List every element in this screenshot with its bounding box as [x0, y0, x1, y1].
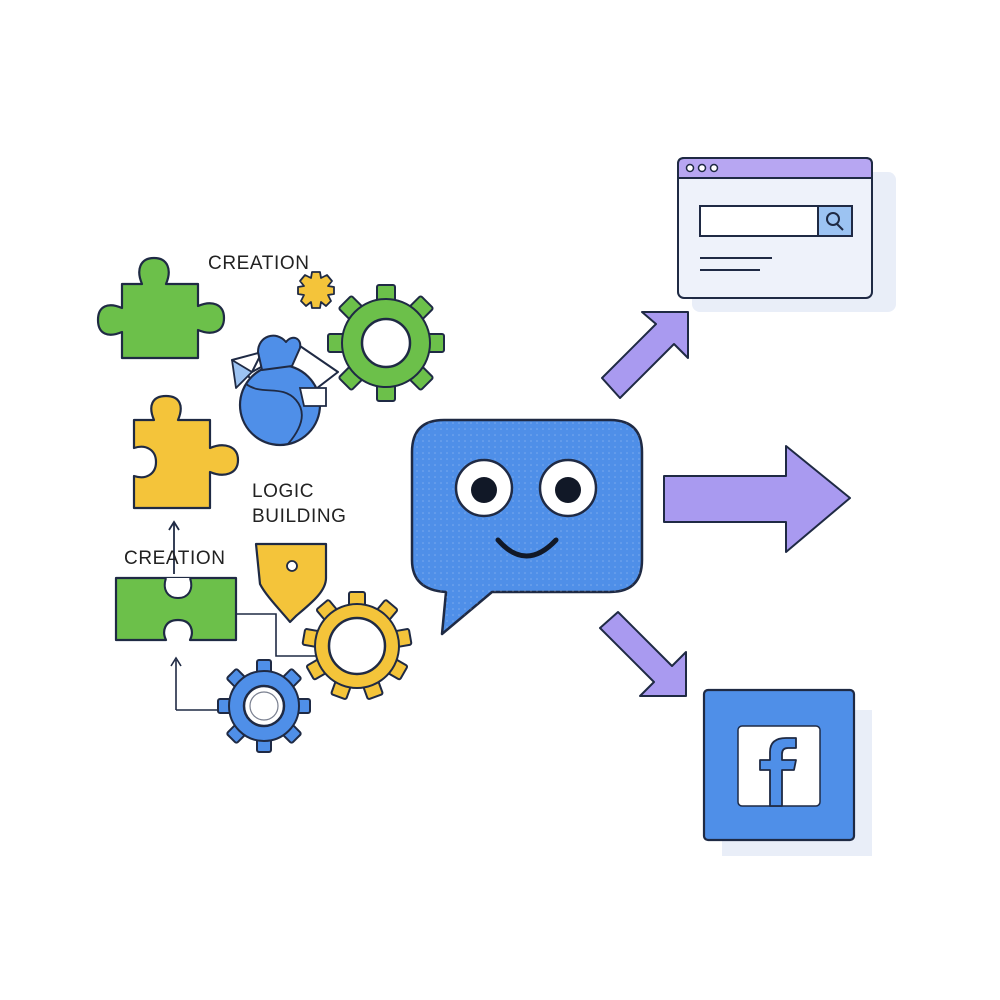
blue-globe-puzzle-icon — [231, 334, 339, 447]
map-pin-icon — [254, 542, 328, 624]
search-button — [817, 205, 853, 237]
yellow-puzzle-icon — [132, 394, 240, 510]
window-dot-1 — [685, 163, 695, 173]
chatbot-right-eye — [538, 458, 598, 518]
label-creation-bottom: CREATION — [124, 548, 226, 569]
arrow-to-social — [599, 611, 687, 697]
connector-arrow-up-1 — [168, 520, 180, 574]
browser-window-icon — [677, 157, 896, 312]
chatbot-bubble-icon — [410, 418, 644, 636]
arrow-right — [663, 445, 851, 553]
small-yellow-gear-icon — [297, 271, 335, 309]
facebook-icon — [702, 688, 872, 856]
green-gear-icon — [327, 284, 445, 402]
green-puzzle-lower-icon — [114, 576, 238, 642]
yellow-gear-icon — [301, 591, 413, 700]
green-puzzle-icon — [96, 256, 226, 360]
arrow-to-browser — [601, 311, 689, 399]
window-dot-3 — [709, 163, 719, 173]
chatbot-smile — [495, 537, 559, 559]
label-building: BUILDING — [252, 506, 347, 527]
label-creation-top: CREATION — [208, 253, 310, 274]
search-icon — [826, 212, 844, 231]
connector-lines — [170, 613, 318, 711]
chatbot-left-eye — [454, 458, 514, 518]
label-logic: LOGIC — [252, 481, 315, 502]
window-dot-2 — [697, 163, 707, 173]
blue-gear-icon — [217, 659, 311, 753]
